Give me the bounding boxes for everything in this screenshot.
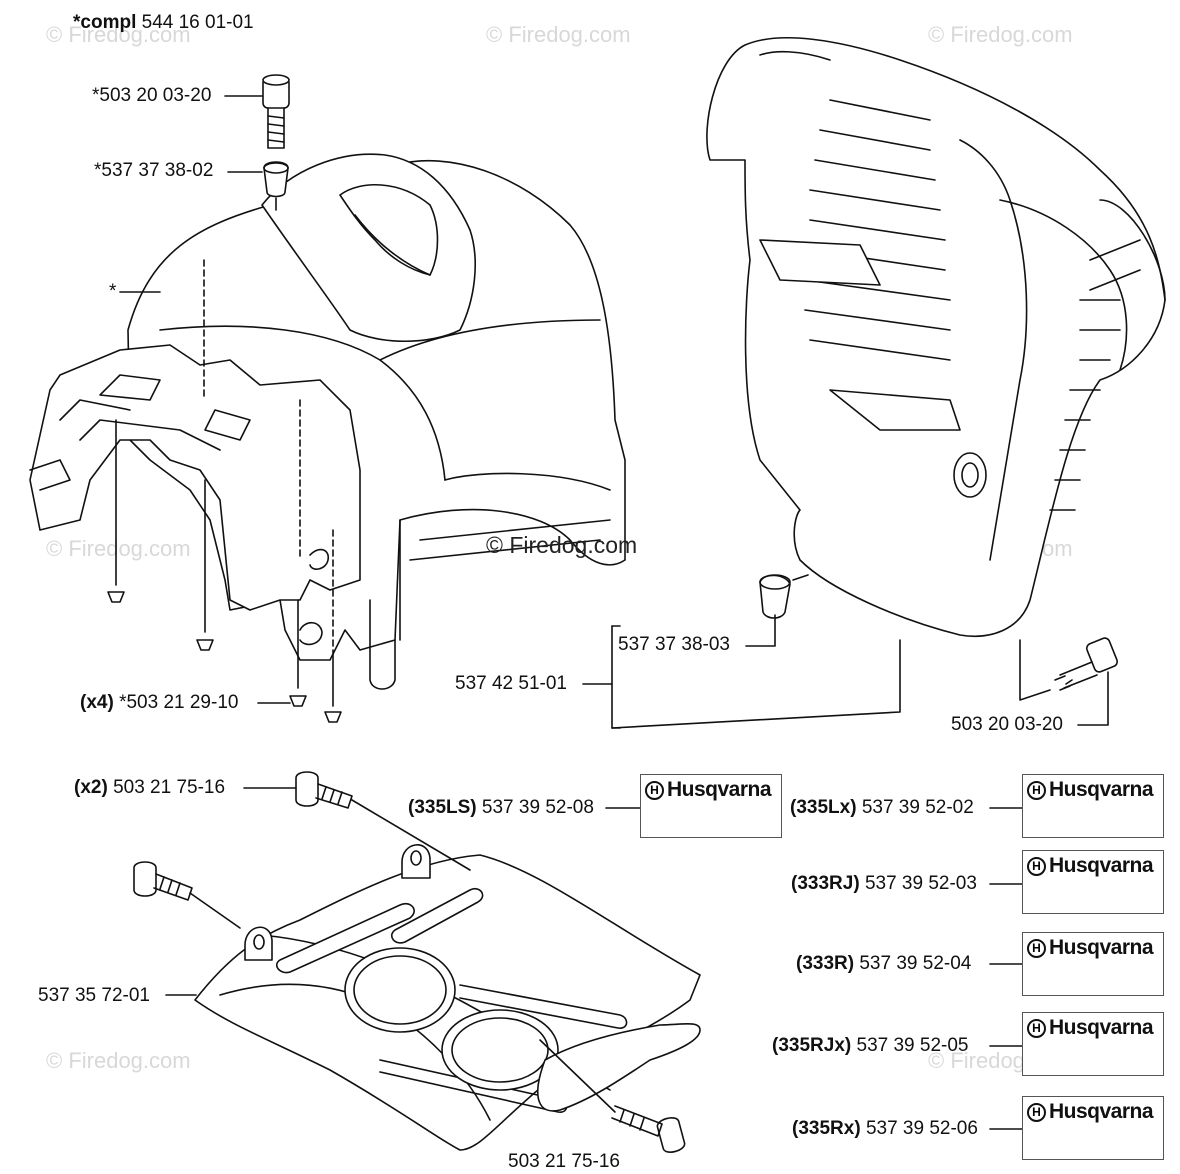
callout-bolt-plate: (x2) 503 21 75-16 — [74, 777, 225, 799]
decal-model: (335Lx) — [790, 797, 857, 818]
decal-code: 537 39 52-06 — [865, 1118, 978, 1139]
decal-model: (335LS) — [408, 797, 477, 818]
callout-bolt-bottom: 503 21 75-16 — [508, 1151, 620, 1172]
callout-bolt-right: 503 20 03-20 — [951, 714, 1063, 735]
callout-compl-prefix: *compl — [73, 12, 137, 33]
callout-bolt-top: *503 20 03-20 — [92, 85, 212, 106]
husqvarna-logo-icon: H — [645, 781, 664, 800]
callout-star: * — [109, 281, 117, 302]
guard-plate-part — [133, 771, 701, 1153]
cylinder-cover-part — [29, 74, 626, 723]
watermark: © Firedog.com — [46, 22, 191, 47]
decal-brand: Husqvarna — [1049, 778, 1154, 801]
decal-code: 537 39 52-02 — [861, 797, 974, 818]
watermark: © Firedog.com — [46, 1048, 191, 1073]
callout-screw-code: *503 21 29-10 — [119, 692, 239, 713]
watermark: © Firedog.com — [46, 536, 191, 561]
decal-code: 537 39 52-05 — [856, 1035, 969, 1056]
husqvarna-logo-icon: H — [1027, 1019, 1046, 1038]
decal-brand: Husqvarna — [1049, 1100, 1154, 1123]
callout-compl: *compl 544 16 01-01 — [73, 12, 254, 34]
decal-callout: (335Rx) 537 39 52-06 — [792, 1118, 978, 1140]
decal-callout: (333RJ) 537 39 52-03 — [791, 873, 977, 895]
decal-brand: Husqvarna — [1049, 854, 1154, 877]
decal-code: 537 39 52-08 — [481, 797, 594, 818]
husqvarna-logo-icon: H — [1027, 1103, 1046, 1122]
decal-model: (333R) — [796, 953, 855, 974]
husqvarna-decal: H Husqvarna — [1022, 1012, 1164, 1076]
decal-brand: Husqvarna — [1049, 936, 1154, 959]
watermark: © Firedog.com — [486, 22, 631, 47]
husqvarna-decal: H Husqvarna — [1022, 850, 1164, 914]
husqvarna-logo-icon: H — [1027, 939, 1046, 958]
decal-model: (335RJx) — [772, 1035, 852, 1056]
husqvarna-decal: H Husqvarna — [1022, 932, 1164, 996]
husqvarna-decal: H Husqvarna — [1022, 774, 1164, 838]
callout-washer-top: *537 37 38-02 — [94, 160, 214, 181]
decal-model: (335Rx) — [792, 1118, 861, 1139]
husqvarna-decal: H Husqvarna — [640, 774, 782, 838]
callout-screw-qty: (x4) — [80, 692, 114, 713]
callout-bushing: 537 37 38-03 — [618, 634, 730, 655]
husqvarna-logo-icon: H — [1027, 857, 1046, 876]
husqvarna-decal: H Husqvarna — [1022, 1096, 1164, 1160]
callout-screw: (x4) *503 21 29-10 — [80, 692, 238, 714]
decal-brand: Husqvarna — [1049, 1016, 1154, 1039]
decal-code: 537 39 52-04 — [859, 953, 972, 974]
decal-model: (333RJ) — [791, 873, 860, 894]
callout-cover: 537 42 51-01 — [455, 673, 567, 694]
decal-brand: Husqvarna — [667, 778, 772, 801]
callout-plate: 537 35 72-01 — [38, 985, 150, 1006]
watermark-main: © Firedog.com — [486, 532, 638, 558]
decal-callout: (333R) 537 39 52-04 — [796, 953, 971, 975]
callout-bolt-plate-code: 503 21 75-16 — [113, 777, 226, 798]
watermark: © Firedog.com — [928, 22, 1073, 47]
decal-callout: (335Lx) 537 39 52-02 — [790, 797, 974, 819]
callout-compl-code: 544 16 01-01 — [141, 12, 254, 33]
callout-bolt-plate-qty: (x2) — [74, 777, 108, 798]
fan-housing-part — [582, 37, 1166, 729]
decal-code: 537 39 52-03 — [864, 873, 977, 894]
decal-callout: (335RJx) 537 39 52-05 — [772, 1035, 969, 1057]
decal-callout: (335LS) 537 39 52-08 — [408, 797, 594, 819]
husqvarna-logo-icon: H — [1027, 781, 1046, 800]
